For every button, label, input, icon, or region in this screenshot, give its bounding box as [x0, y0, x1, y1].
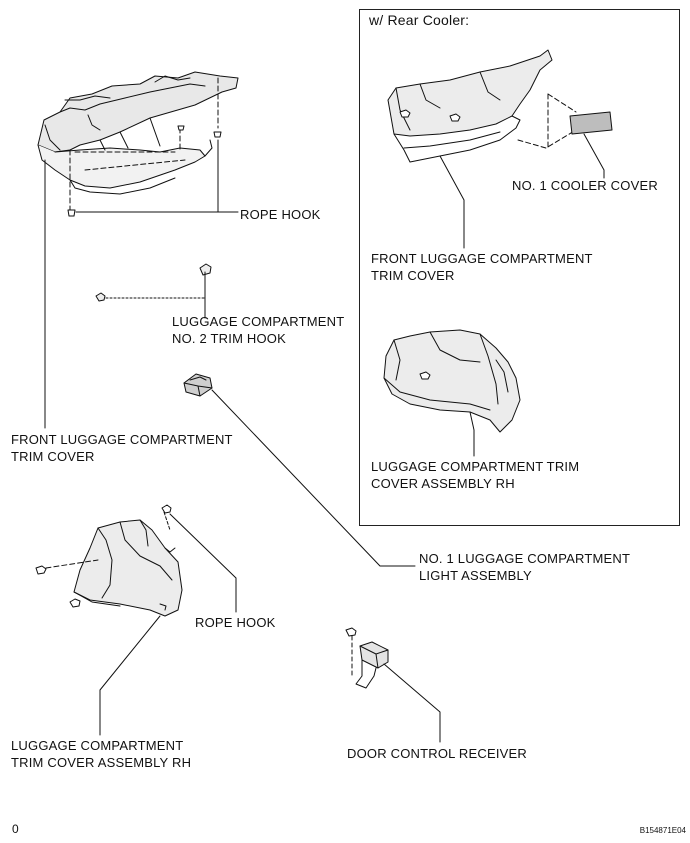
label-trim-hook-line2: NO. 2 TRIM HOOK: [172, 331, 286, 346]
inset-title: w/ Rear Cooler:: [369, 12, 470, 28]
page-number: 0: [12, 822, 19, 836]
cooler-cover-part: [569, 111, 613, 135]
rh-cover-fasteners: [35, 504, 172, 608]
label-inset-front-cover-line2: TRIM COVER: [371, 268, 455, 283]
inset-alignment-lines: [517, 93, 577, 149]
rh-cover-leader: [99, 615, 161, 736]
label-inset-rh-cover-line2: COVER ASSEMBLY RH: [371, 476, 515, 491]
inset-rh-cover-leader: [469, 411, 475, 457]
label-rh-cover-line1: LUGGAGE COMPARTMENT: [11, 738, 184, 753]
light-assembly-part: [183, 373, 213, 397]
label-light-assembly-line1: NO. 1 LUGGAGE COMPARTMENT: [419, 551, 631, 566]
rope-hook-top-leader: [75, 139, 239, 213]
label-trim-hook: LUGGAGE COMPARTMENT NO. 2 TRIM HOOK: [172, 313, 344, 347]
label-light-assembly: NO. 1 LUGGAGE COMPARTMENT LIGHT ASSEMBLY: [419, 550, 630, 584]
light-assembly-leader: [211, 389, 416, 567]
inset-rh-cover-part: [383, 329, 521, 433]
label-cooler-cover: NO. 1 COOLER COVER: [512, 178, 658, 193]
label-front-cover-line2: TRIM COVER: [11, 449, 95, 464]
inset-front-cover-part: [387, 49, 553, 163]
clip-fasteners-main: [67, 125, 222, 217]
label-trim-hook-line1: LUGGAGE COMPARTMENT: [172, 314, 345, 329]
front-trim-cover-part: [37, 71, 239, 195]
inset-front-cover-leader: [439, 155, 465, 249]
label-rh-cover: LUGGAGE COMPARTMENT TRIM COVER ASSEMBLY …: [11, 737, 191, 771]
rh-trim-cover-part: [73, 519, 183, 617]
label-inset-rh-cover-line1: LUGGAGE COMPARTMENT TRIM: [371, 459, 580, 474]
label-rope-hook-top: ROPE HOOK: [240, 207, 321, 222]
label-front-cover: FRONT LUGGAGE COMPARTMENT TRIM COVER: [11, 431, 233, 465]
label-light-assembly-line2: LIGHT ASSEMBLY: [419, 568, 532, 583]
label-rh-cover-line2: TRIM COVER ASSEMBLY RH: [11, 755, 192, 770]
label-inset-front-cover-line1: FRONT LUGGAGE COMPARTMENT: [371, 251, 593, 266]
door-receiver-part: [345, 627, 389, 689]
label-front-cover-line1: FRONT LUGGAGE COMPARTMENT: [11, 432, 233, 447]
label-rope-hook-bottom: ROPE HOOK: [195, 615, 276, 630]
trim-hook-part: [95, 263, 212, 319]
label-door-receiver: DOOR CONTROL RECEIVER: [347, 746, 527, 761]
door-receiver-leader: [383, 663, 441, 743]
cooler-cover-leader: [583, 133, 605, 179]
rear-cooler-inset-frame: [359, 9, 680, 526]
label-inset-rh-cover: LUGGAGE COMPARTMENT TRIM COVER ASSEMBLY …: [371, 458, 579, 492]
alignment-lines-main: [69, 77, 219, 211]
label-inset-front-cover: FRONT LUGGAGE COMPARTMENT TRIM COVER: [371, 250, 593, 284]
figure-code: B154871E04: [639, 826, 686, 835]
rope-hook-bottom-leader: [169, 513, 237, 613]
